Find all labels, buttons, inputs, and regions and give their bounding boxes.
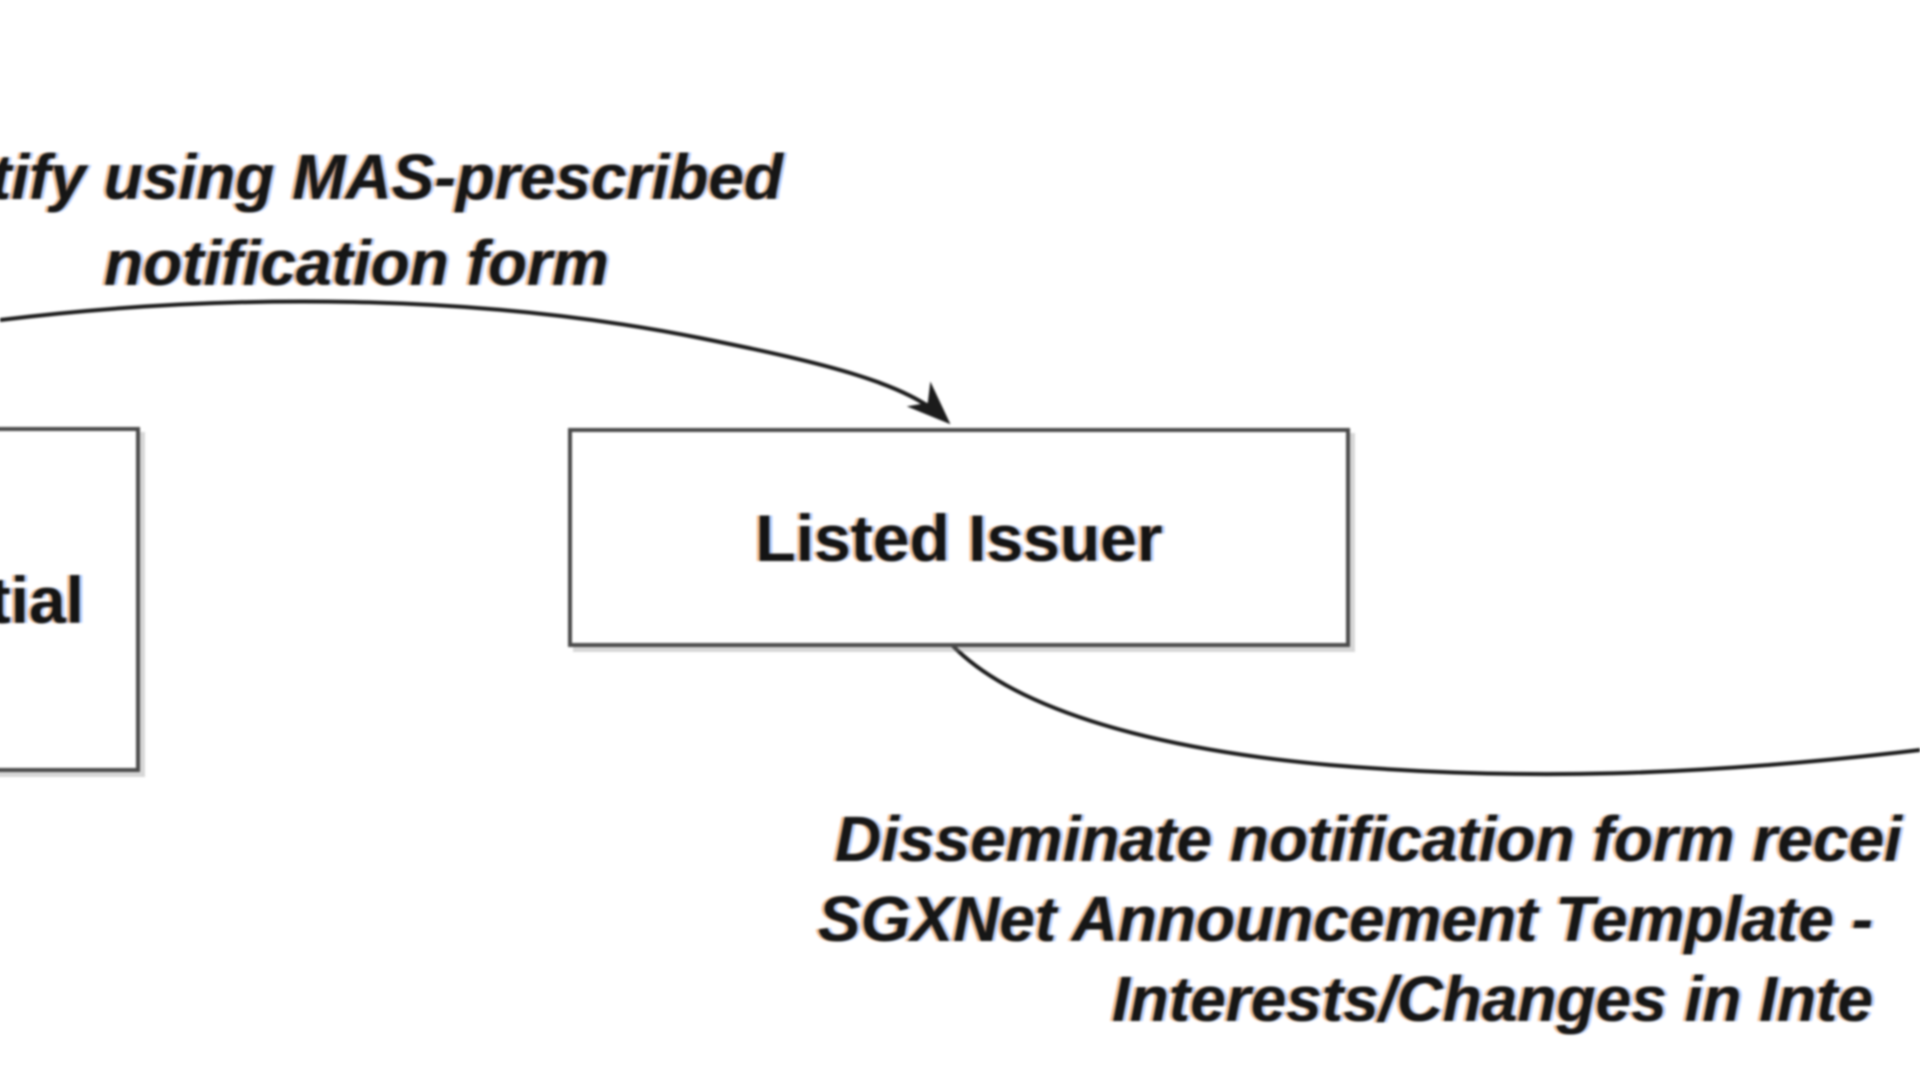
- bottom-annotation-line3: Interests/Changes in Inte: [1112, 963, 1874, 1035]
- top-annotation-line1: tify using MAS-prescribed: [0, 141, 783, 213]
- listed-issuer-label: Listed Issuer: [755, 500, 1163, 575]
- bottom-annotation-line1: Disseminate notification form recei: [835, 803, 1902, 875]
- listed-issuer-box: Listed Issuer: [568, 428, 1350, 647]
- partial-left-box-label: tial: [0, 562, 84, 637]
- notify-arrow-curve: [0, 299, 951, 425]
- bottom-annotation-line2: SGXNet Announcement Template -: [818, 883, 1873, 955]
- top-annotation-line2: notification form: [104, 227, 609, 299]
- partial-left-box: tial: [0, 427, 140, 772]
- disseminate-curve: [950, 643, 1920, 777]
